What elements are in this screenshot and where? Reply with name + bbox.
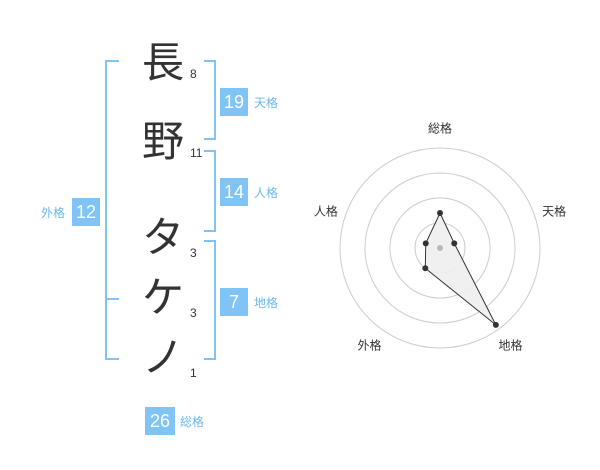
outer-bracket-mid — [105, 298, 119, 300]
jin-bracket-vertical — [214, 150, 216, 232]
radar-ring — [364, 172, 516, 324]
radar-center — [437, 245, 443, 251]
radar-ring — [339, 147, 541, 349]
chi-label: 地格 — [254, 296, 279, 310]
name-char-1: 長 — [141, 38, 184, 87]
radar-point-1 — [437, 210, 443, 216]
chi-value-box: 7 — [220, 288, 248, 316]
stroke-count-5: 1 — [190, 366, 197, 380]
sou-value-box: 26 — [145, 407, 175, 435]
sou-label: 総格 — [180, 415, 205, 429]
radar-point-4 — [422, 265, 429, 272]
radar-axis-label-4: 外格 — [357, 338, 382, 353]
jin-bracket-top — [204, 150, 216, 152]
jin-value-box: 14 — [220, 178, 248, 206]
radar-axis-label-5: 人格 — [313, 204, 338, 219]
radar-ring — [389, 197, 491, 299]
outer-bracket-top — [105, 60, 119, 62]
radar-polygon — [424, 211, 497, 326]
jin-bracket-bottom — [204, 230, 216, 232]
gai-value-box: 12 — [72, 198, 100, 226]
ten-value-box: 19 — [220, 88, 248, 116]
stroke-count-3: 3 — [190, 246, 197, 260]
chi-bracket-vertical — [214, 240, 216, 360]
radar-point-2 — [451, 240, 458, 247]
radar-axis-label-2: 天格 — [542, 204, 567, 219]
gai-label: 外格 — [41, 206, 66, 220]
radar-point-3 — [492, 321, 499, 328]
outer-bracket-vertical — [105, 60, 107, 360]
stroke-count-1: 8 — [190, 67, 197, 81]
chi-bracket-bottom — [204, 358, 216, 360]
ten-bracket-top — [204, 60, 216, 62]
ten-label: 天格 — [254, 96, 279, 110]
jin-label: 人格 — [254, 186, 279, 200]
ten-bracket-vertical — [214, 60, 216, 140]
name-char-4: ケ — [141, 273, 184, 322]
stroke-count-4: 3 — [190, 306, 197, 320]
chi-bracket-top — [204, 240, 216, 242]
name-char-3: タ — [141, 213, 184, 262]
ten-bracket-bottom — [204, 138, 216, 140]
name-char-2: 野 — [141, 117, 184, 166]
name-char-5: ノ — [141, 333, 184, 382]
radar-axis-label-1: 総格 — [427, 121, 453, 136]
radar-point-5 — [422, 240, 429, 247]
radar-axis-label-3: 地格 — [498, 338, 523, 353]
outer-bracket-bottom — [105, 358, 119, 360]
stroke-count-2: 11 — [190, 146, 203, 160]
